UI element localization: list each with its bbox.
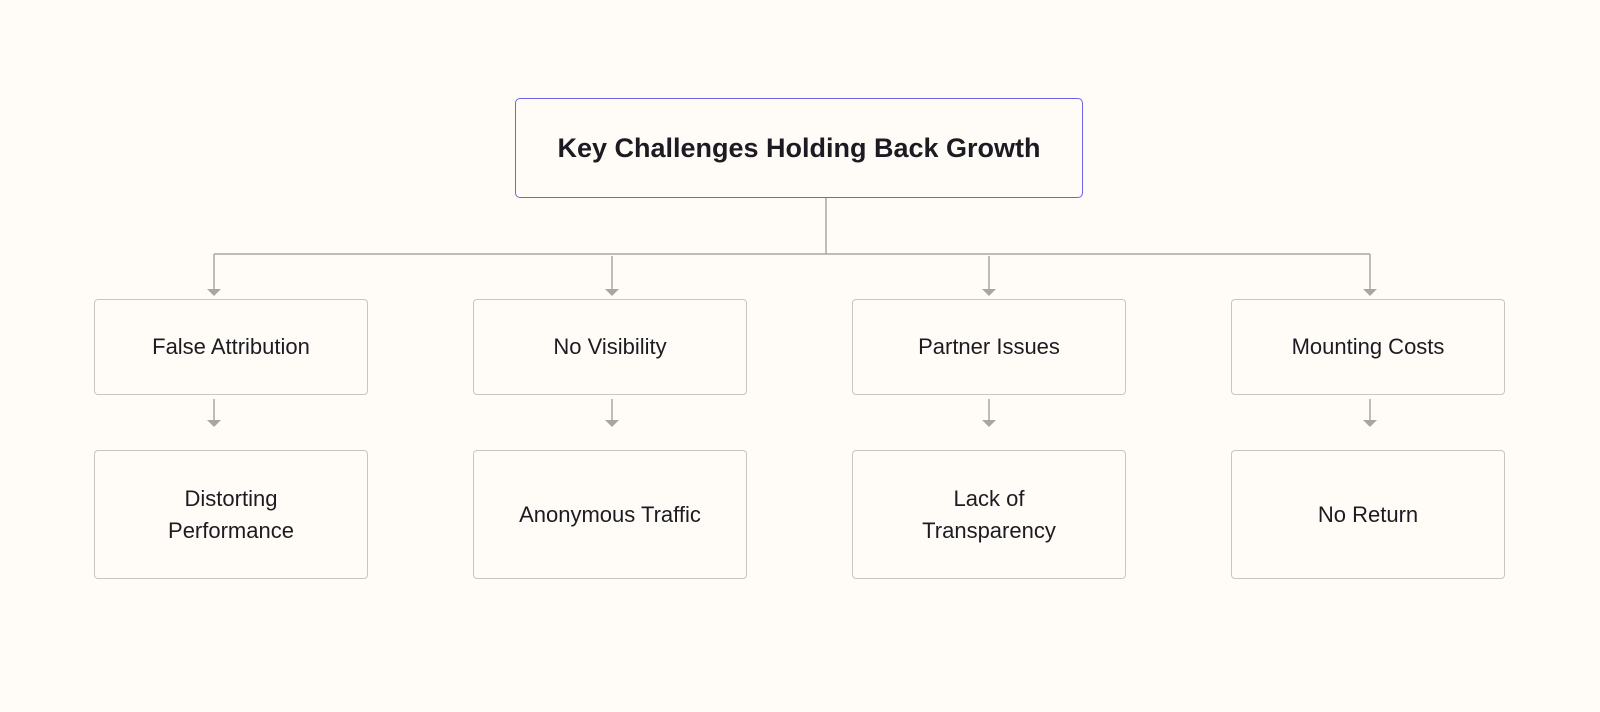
effect-node-no-return: No Return bbox=[1231, 450, 1505, 579]
challenge-label: False Attribution bbox=[152, 334, 310, 359]
arrowhead-icon bbox=[605, 420, 619, 427]
effect-label: Distorting Performance bbox=[168, 485, 294, 543]
effect-label: Anonymous Traffic bbox=[519, 501, 701, 527]
challenge-label: No Visibility bbox=[553, 334, 667, 359]
challenge-node-partner-issues: Partner Issues bbox=[852, 299, 1126, 395]
effect-label: Lack of Transparency bbox=[922, 485, 1056, 543]
arrowhead-icon bbox=[207, 420, 221, 427]
root-node: Key Challenges Holding Back Growth bbox=[515, 98, 1083, 198]
effect-node-distorting-performance: Distorting Performance bbox=[94, 450, 368, 579]
challenge-label: Partner Issues bbox=[918, 334, 1060, 359]
effect-label: No Return bbox=[1317, 501, 1419, 527]
arrowhead-icon bbox=[207, 289, 221, 296]
challenge-node-false-attribution: False Attribution bbox=[94, 299, 368, 395]
challenge-node-mounting-costs: Mounting Costs bbox=[1231, 299, 1505, 395]
effect-node-lack-of-transparency: Lack of Transparency bbox=[852, 450, 1126, 579]
root-node-label: Key Challenges Holding Back Growth bbox=[557, 133, 1041, 163]
arrowhead-icon bbox=[982, 420, 996, 427]
challenge-label: Mounting Costs bbox=[1291, 334, 1445, 359]
arrowhead-icon bbox=[1363, 289, 1377, 296]
arrowhead-icon bbox=[982, 289, 996, 296]
effect-node-anonymous-traffic: Anonymous Traffic bbox=[473, 450, 747, 579]
arrowhead-icon bbox=[605, 289, 619, 296]
challenge-node-no-visibility: No Visibility bbox=[473, 299, 747, 395]
arrowhead-icon bbox=[1363, 420, 1377, 427]
